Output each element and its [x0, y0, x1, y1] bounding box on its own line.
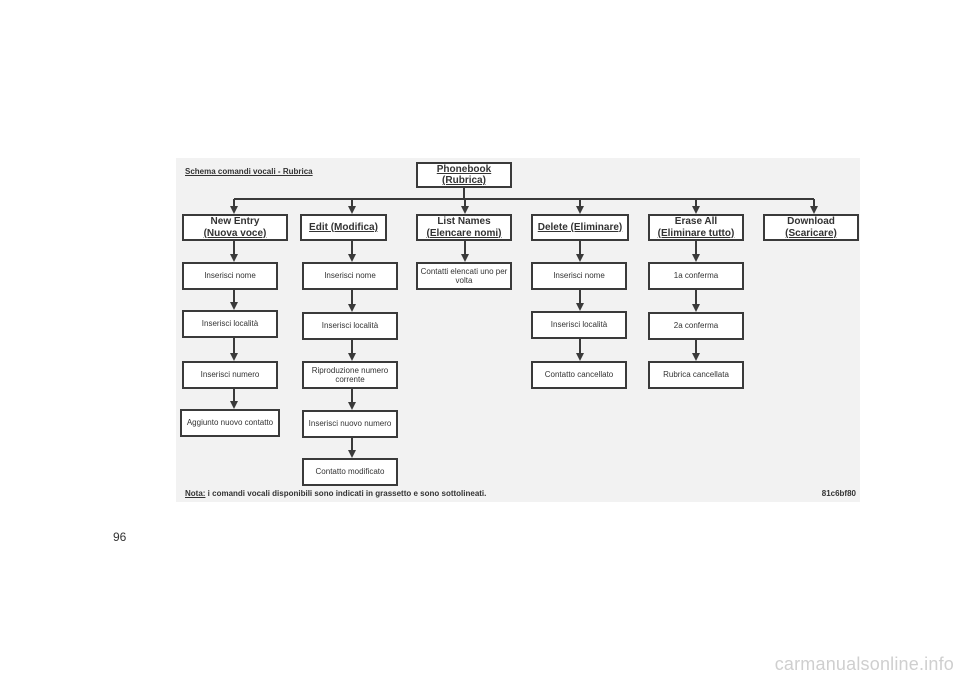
page-number: 96	[113, 530, 127, 544]
arrowhead	[692, 206, 700, 214]
arrowhead	[348, 353, 356, 361]
arrowhead	[692, 254, 700, 262]
step-edit-4: Inserisci nuovo numero	[302, 410, 398, 438]
arrowhead	[692, 353, 700, 361]
step-erase-all-3: Rubrica cancellata	[648, 361, 744, 389]
arrowhead	[230, 254, 238, 262]
arrowhead	[348, 304, 356, 312]
footer-watermark: carmanualsonline.info	[774, 654, 954, 674]
header-line: New Entry	[210, 216, 260, 227]
connector-arrows	[230, 188, 818, 458]
step-list-names-1: Contatti elencati uno per volta	[416, 262, 512, 290]
header-new-entry: New Entry (Nuova voce)	[182, 214, 288, 241]
arrowhead	[576, 254, 584, 262]
root-label: Phonebook (Rubrica)	[436, 163, 492, 187]
arrowhead	[230, 206, 238, 214]
step-edit-3: Riproduzione numero corrente	[302, 361, 398, 389]
header-delete: Delete (Eliminare)	[531, 214, 629, 241]
arrowhead	[230, 353, 238, 361]
note-label: Nota:	[185, 489, 206, 498]
step-edit-1: Inserisci nome	[302, 262, 398, 290]
arrowhead	[230, 401, 238, 409]
step-new-entry-3: Inserisci numero	[182, 361, 278, 389]
diagram-note: Nota: i comandi vocali disponibili sono …	[185, 489, 486, 498]
arrowhead	[230, 302, 238, 310]
step-new-entry-4: Aggiunto nuovo contatto	[180, 409, 280, 437]
step-new-entry-1: Inserisci nome	[182, 262, 278, 290]
arrowhead	[461, 206, 469, 214]
figure-code: 81c6bf80	[821, 489, 856, 498]
step-edit-5: Contatto modificato	[302, 458, 398, 486]
root-node-phonebook: Phonebook (Rubrica)	[416, 162, 512, 188]
arrowhead	[576, 303, 584, 311]
header-line: Delete (Eliminare)	[537, 221, 623, 233]
header-line: Edit (Modifica)	[309, 221, 378, 233]
arrowhead	[348, 254, 356, 262]
header-line: Erase All	[674, 216, 718, 227]
step-delete-1: Inserisci nome	[531, 262, 627, 290]
header-line: Download	[787, 216, 835, 227]
step-new-entry-2: Inserisci località	[182, 310, 278, 338]
header-list-names: List Names (Elencare nomi)	[416, 214, 512, 241]
header-line: (Nuova voce)	[203, 227, 267, 239]
step-erase-all-1: 1a conferma	[648, 262, 744, 290]
header-line: (Scaricare)	[785, 227, 837, 239]
header-erase-all: Erase All (Eliminare tutto)	[648, 214, 744, 241]
step-erase-all-2: 2a conferma	[648, 312, 744, 340]
arrowhead	[348, 402, 356, 410]
header-edit: Edit (Modifica)	[300, 214, 387, 241]
arrowhead	[348, 206, 356, 214]
header-line: List Names	[437, 216, 491, 227]
header-line: (Elencare nomi)	[426, 227, 502, 239]
arrowhead	[461, 254, 469, 262]
arrowhead	[692, 304, 700, 312]
step-edit-2: Inserisci località	[302, 312, 398, 340]
diagram-title: Schema comandi vocali - Rubrica	[185, 167, 313, 176]
phonebook-voice-command-diagram: Schema comandi vocali - Rubrica Phoneboo…	[176, 158, 860, 502]
note-text: i comandi vocali disponibili sono indica…	[205, 489, 487, 498]
arrowhead	[576, 353, 584, 361]
step-delete-2: Inserisci località	[531, 311, 627, 339]
arrowhead	[810, 206, 818, 214]
header-line: (Eliminare tutto)	[657, 227, 735, 239]
arrowhead	[576, 206, 584, 214]
step-delete-3: Contatto cancellato	[531, 361, 627, 389]
header-download: Download (Scaricare)	[763, 214, 859, 241]
arrowhead	[348, 450, 356, 458]
